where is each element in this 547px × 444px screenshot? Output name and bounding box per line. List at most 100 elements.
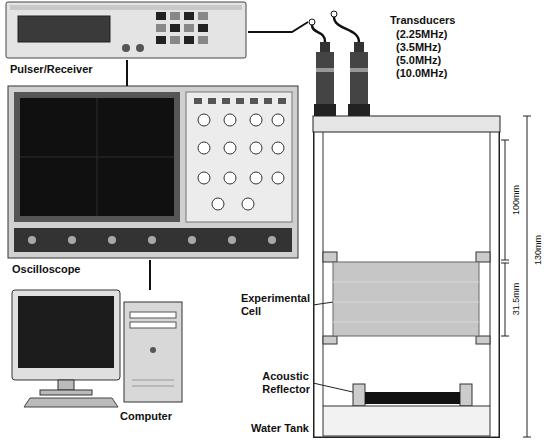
oscilloscope-device — [242, 198, 254, 210]
computer-device — [132, 380, 174, 381]
dimension-line — [523, 116, 531, 117]
dimension-label: 100mm — [511, 185, 522, 215]
oscilloscope-device — [28, 236, 36, 244]
oscilloscope-device — [250, 172, 262, 184]
oscilloscope-device — [268, 236, 276, 244]
water-tank-drawing — [323, 406, 490, 436]
oscilloscope-device — [236, 98, 244, 104]
pulser-receiver-device — [6, 2, 246, 58]
switched-cable — [248, 22, 308, 32]
pulser-receiver-device — [198, 12, 208, 20]
pulser-receiver-device — [122, 44, 130, 52]
pulser-receiver: Pulser/Receiver — [6, 2, 248, 60]
oscilloscope-device — [224, 114, 236, 126]
oscilloscope-device — [272, 172, 284, 184]
pulser-receiver-device — [156, 24, 166, 32]
oscilloscope-device — [8, 86, 298, 258]
transducer-pair-drawing — [320, 42, 330, 52]
pulser-receiver-device — [156, 36, 166, 44]
experimental-cell: Experimental Cell — [333, 262, 479, 336]
transducer-pair-drawing — [348, 104, 370, 116]
dimension-line — [523, 437, 531, 438]
pulser-receiver-device — [184, 12, 194, 20]
computer-device — [130, 322, 176, 328]
water-tank-drawing — [313, 116, 500, 437]
computer-device — [18, 296, 114, 368]
water-tank-drawing — [365, 392, 460, 404]
part-label: Water Tank — [251, 422, 309, 435]
pulser-receiver-device — [136, 44, 144, 52]
pulser-receiver-device — [6, 2, 246, 58]
computer-device — [132, 386, 174, 387]
oscilloscope-device — [148, 236, 156, 244]
transducer-pair-drawing — [354, 42, 364, 52]
transducer-pair-drawing — [350, 52, 368, 108]
oscilloscope-device — [272, 114, 284, 126]
oscilloscope-device — [224, 172, 236, 184]
dimension-line — [501, 263, 509, 264]
oscilloscope-device — [198, 142, 210, 154]
oscilloscope-device — [20, 98, 174, 216]
computer-device — [130, 312, 176, 318]
frequency-list: (2.25MHz) (3.5MHz) (5.0MHz) (10.0MHz) — [396, 28, 447, 80]
computer-device — [12, 290, 120, 380]
oscilloscope: Oscilloscope — [8, 86, 300, 260]
cable — [149, 260, 151, 290]
device-label: Computer — [120, 410, 172, 423]
water-tank-drawing — [323, 336, 337, 344]
transducer-pair-drawing — [316, 68, 334, 72]
cable — [126, 60, 128, 86]
water-tank-drawing — [476, 252, 490, 262]
dimension-line — [501, 260, 509, 261]
computer-device — [58, 380, 74, 390]
oscilloscope-device — [272, 142, 284, 154]
transducer-pair-drawing — [309, 19, 315, 25]
water-tank-drawing — [323, 252, 337, 262]
dimension-line — [527, 116, 528, 437]
oscilloscope-device — [228, 236, 236, 244]
oscilloscope-device — [186, 92, 292, 222]
pulser-receiver-device — [170, 12, 180, 20]
transducer-pair-drawing — [314, 104, 336, 116]
pulser-receiver-device — [18, 16, 110, 42]
dimension-line — [501, 140, 509, 141]
computer-device — [150, 347, 156, 353]
computer: Computer — [12, 290, 188, 408]
oscilloscope-device — [97, 98, 98, 216]
transducer-pair: Transducers(2.25MHz) (3.5MHz) (5.0MHz) (… — [308, 10, 488, 116]
water-tank-drawing — [490, 132, 491, 406]
oscilloscope-device — [198, 114, 210, 126]
transducer-pair-drawing — [350, 68, 368, 72]
computer-device — [124, 302, 182, 402]
transducer-heading: Transducers — [390, 14, 455, 27]
dimension-label: 31.5mm — [511, 283, 522, 316]
oscilloscope-device — [14, 228, 292, 252]
pulser-receiver-device — [198, 36, 208, 44]
transducer-pair-drawing — [309, 11, 370, 116]
oscilloscope-device — [250, 98, 258, 104]
oscilloscope-device — [264, 98, 272, 104]
oscilloscope-device — [68, 236, 76, 244]
oscilloscope-device — [222, 98, 230, 104]
transducer-pair-drawing — [334, 17, 359, 42]
water-tank-drawing — [333, 282, 479, 283]
computer-device — [12, 290, 182, 407]
dimension-label: 130mm — [533, 235, 544, 265]
water-tank: Water TankExperimental CellAcoustic Refl… — [313, 116, 500, 438]
dimension-line — [501, 116, 531, 437]
pulser-receiver-device — [10, 5, 242, 10]
transducer-pair-drawing — [316, 52, 334, 108]
pulser-receiver-device — [184, 36, 194, 44]
dimension-line — [505, 140, 506, 260]
device-label: Pulser/Receiver — [10, 63, 93, 76]
part-label: Experimental Cell — [241, 292, 310, 318]
dimension-line — [505, 263, 506, 336]
oscilloscope-device — [194, 98, 202, 104]
transducer-pair-drawing — [312, 25, 325, 42]
oscilloscope-device — [212, 198, 224, 210]
dimension-line — [501, 336, 509, 337]
water-tank-drawing — [460, 384, 472, 406]
computer-device — [40, 390, 92, 395]
part-label: Acoustic Reflector — [262, 370, 310, 396]
